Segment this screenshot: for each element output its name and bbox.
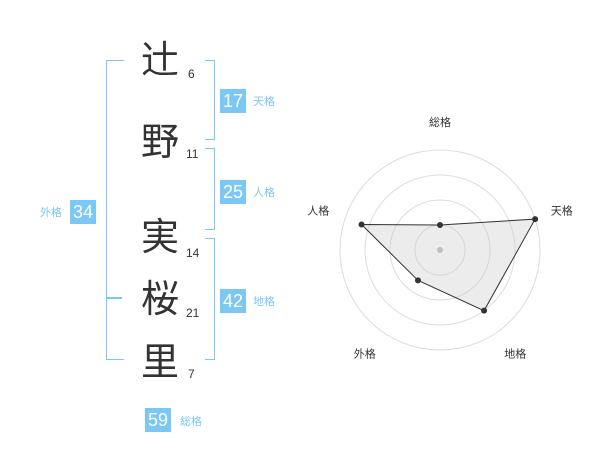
- tenkaku-value: 17: [220, 89, 247, 113]
- name-char-4: 桜: [140, 277, 179, 321]
- stroke-count-4: 21: [186, 306, 200, 320]
- radar-point-2: [532, 216, 539, 223]
- radar-grid-ring: [389, 199, 491, 301]
- radar-point-1: [437, 222, 443, 228]
- radar-grid-ring: [339, 149, 541, 351]
- chikaku-bracket: [205, 238, 215, 360]
- gaikaku-bracket-notch: [106, 297, 122, 299]
- radar-axis-label-1: 総格: [429, 115, 451, 129]
- radar-center-dot: [437, 247, 443, 253]
- jinkaku-bracket: [205, 148, 215, 230]
- gaikaku-label: 外格: [40, 206, 62, 219]
- radar-point-5: [358, 221, 365, 228]
- gaikaku-value: 34: [70, 200, 97, 224]
- chikaku-label: 地格: [253, 295, 275, 308]
- radar-point-4: [414, 277, 421, 284]
- jinkaku-value: 25: [220, 180, 247, 204]
- stroke-count-1: 6: [188, 67, 195, 81]
- soukaku-label: 総格: [180, 415, 202, 428]
- soukaku-value: 59: [145, 408, 172, 432]
- tenkaku-label: 天格: [253, 95, 275, 108]
- radar-axis-label-4: 外格: [354, 347, 376, 361]
- stroke-count-3: 14: [186, 246, 200, 260]
- radar-axis-label-3: 地格: [504, 347, 526, 361]
- radar-axis-label-5: 人格: [307, 203, 329, 217]
- gaikaku-bracket: [106, 60, 124, 360]
- stroke-count-5: 7: [188, 367, 195, 381]
- jinkaku-label: 人格: [253, 186, 275, 199]
- radar-series-polygon: [360, 218, 536, 312]
- radar-grid-ring: [364, 174, 516, 326]
- name-char-2: 野: [140, 120, 179, 164]
- chikaku-value: 42: [220, 289, 247, 313]
- tenkaku-bracket: [205, 60, 215, 140]
- name-char-3: 実: [140, 215, 179, 259]
- radar-axis-label-2: 天格: [551, 203, 573, 217]
- stroke-count-2: 11: [186, 147, 199, 161]
- name-char-5: 里: [140, 340, 179, 384]
- radar-point-3: [481, 307, 488, 314]
- name-char-1: 辻: [140, 38, 179, 82]
